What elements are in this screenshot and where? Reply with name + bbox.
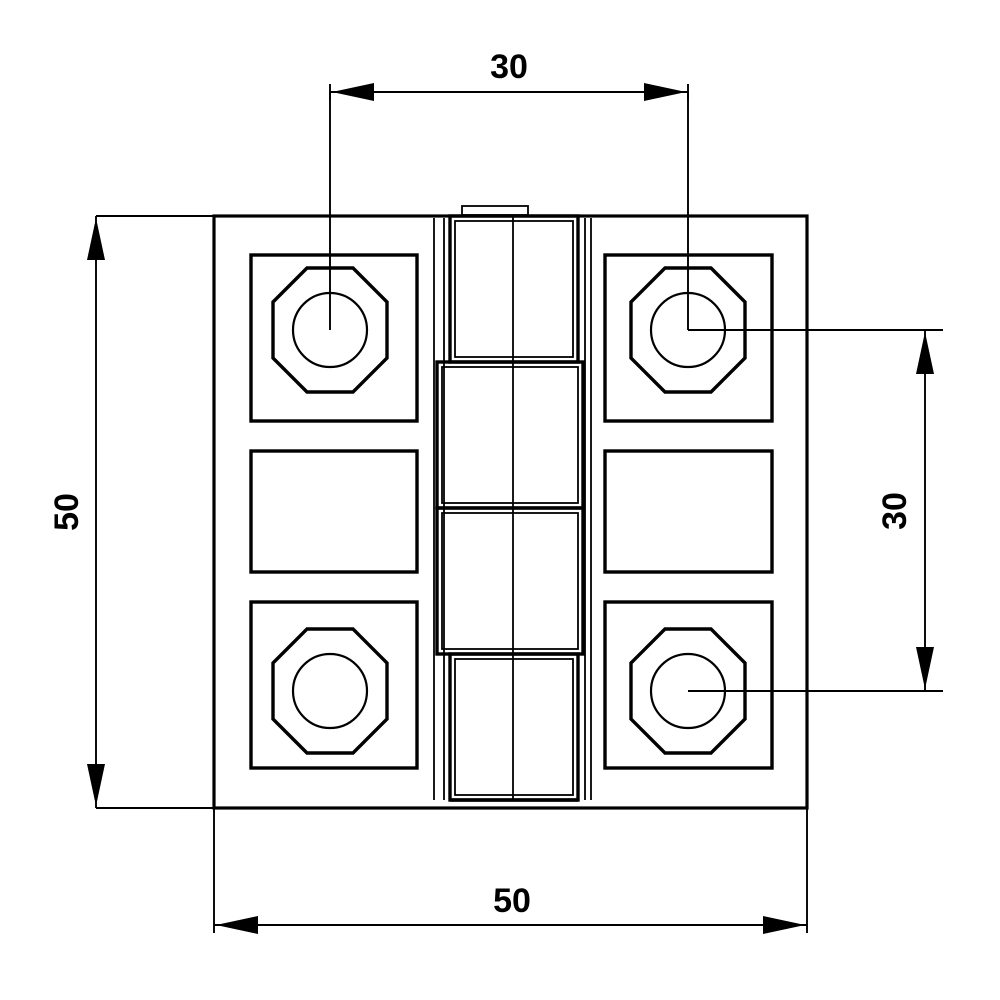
pocket-left-middle xyxy=(249,449,419,574)
arrowhead-left-top xyxy=(87,218,105,260)
pocket-right-middle xyxy=(603,449,774,574)
dimension-right-30: 30 xyxy=(876,329,943,692)
counterbore-octagon-top-left xyxy=(271,266,389,394)
knuckle-segment-2-inner xyxy=(441,366,579,504)
knuckle-segment-1-inner xyxy=(454,220,574,358)
arrowhead-top-left xyxy=(332,83,374,101)
knuckle-segment-3-inner xyxy=(441,512,579,650)
dimension-label-right-30: 30 xyxy=(876,492,914,530)
counterbore-octagon-bottom-right xyxy=(629,627,747,755)
counterbore-octagon-bottom-left xyxy=(271,627,389,755)
hinge-knuckle-assembly xyxy=(433,205,592,802)
arrowhead-right-top xyxy=(916,332,934,374)
dimension-label-bottom-50: 50 xyxy=(493,882,531,920)
knuckle-segment-4-inner xyxy=(454,658,574,796)
knuckle-segment-4 xyxy=(448,652,580,802)
knuckle-segment-1 xyxy=(448,214,580,364)
dimension-label-left-50: 50 xyxy=(48,493,86,531)
hinge-pin-head-tab xyxy=(461,205,529,216)
dimension-top-30: 30 xyxy=(329,48,689,101)
pocket-left-bottom xyxy=(249,600,419,770)
hole-center-lines xyxy=(329,92,925,692)
pocket-right-bottom xyxy=(603,600,774,770)
bore-circle-bottom-left xyxy=(291,652,369,730)
dimension-bottom-50: 50 xyxy=(213,808,808,934)
arrowhead-top-right xyxy=(644,83,686,101)
counterbore-octagon-top-right xyxy=(629,266,747,394)
arrowhead-right-bottom xyxy=(916,647,934,689)
mounting-hole-bottom-left xyxy=(271,627,389,755)
left-leaf-pockets xyxy=(249,253,419,770)
dimension-label-top-30: 30 xyxy=(490,48,528,86)
arrowhead-left-bottom xyxy=(87,764,105,806)
knuckle-segment-3 xyxy=(435,506,585,656)
knuckle-segment-2 xyxy=(435,360,585,510)
pocket-left-top xyxy=(249,253,419,423)
dimension-left-50: 50 xyxy=(48,215,214,809)
arrowhead-bottom-left xyxy=(216,916,258,934)
arrowhead-bottom-right xyxy=(763,916,805,934)
